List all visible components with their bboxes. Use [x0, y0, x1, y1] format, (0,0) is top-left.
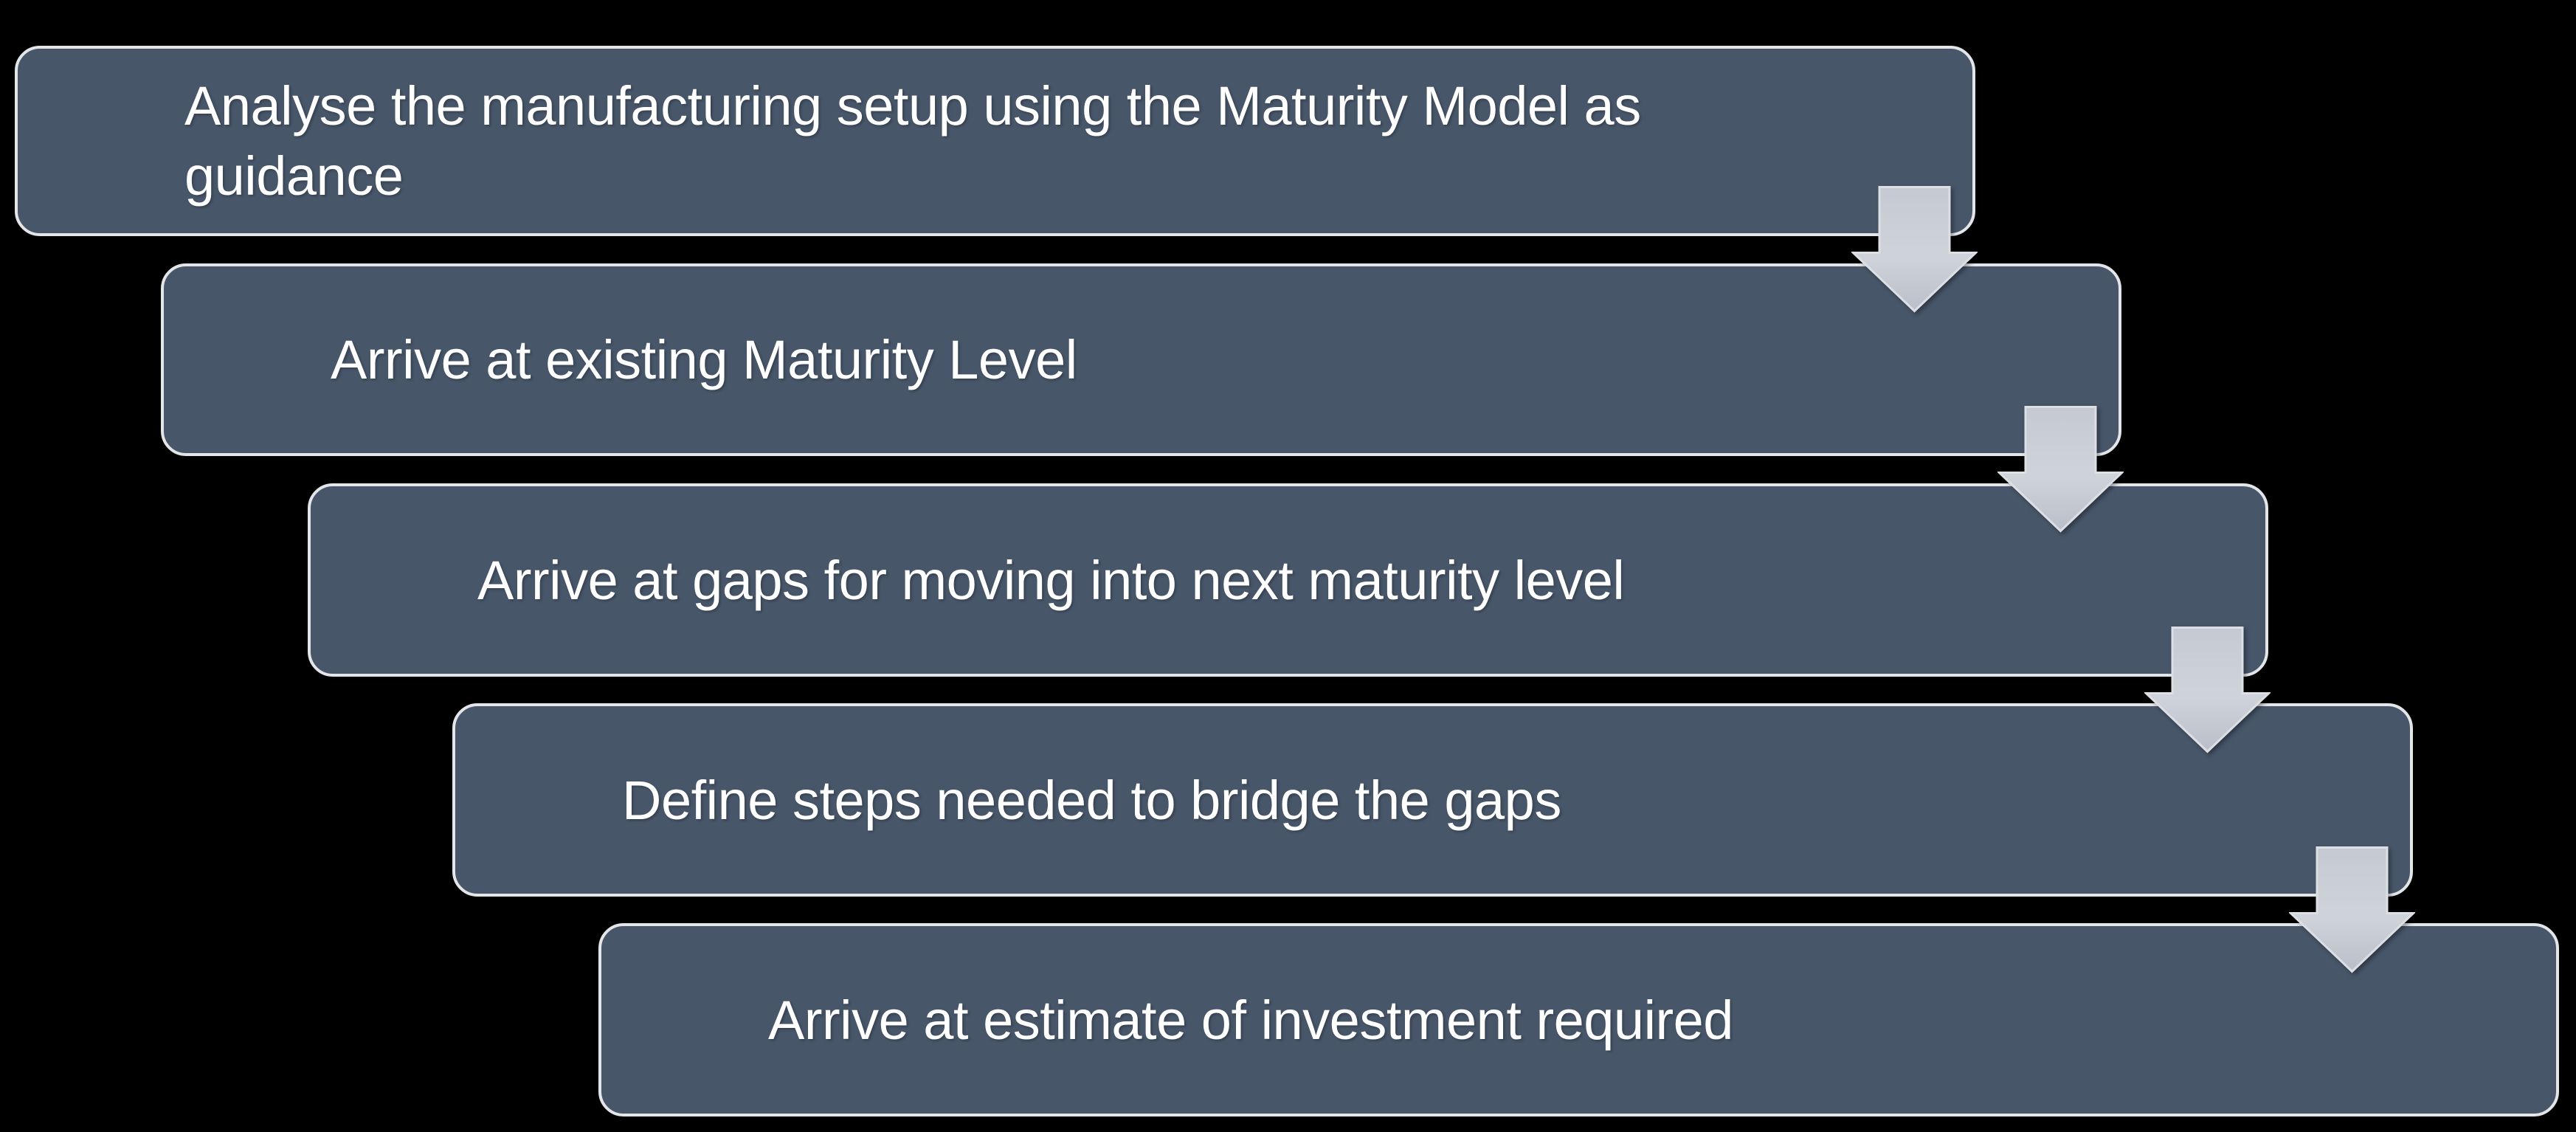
down-arrow-icon [1997, 406, 2124, 533]
step-label-4: Define steps needed to bridge the gaps [622, 769, 1561, 831]
step-label-3: Arrive at gaps for moving into next matu… [477, 549, 1625, 611]
step-box-5: Arrive at estimate of investment require… [598, 923, 2559, 1117]
step-box-2: Arrive at existing Maturity Level [161, 263, 2121, 456]
down-arrow-icon [2289, 846, 2415, 973]
step-label-5: Arrive at estimate of investment require… [768, 989, 1733, 1051]
step-box-1: Analyse the manufacturing setup using th… [15, 46, 1975, 236]
step-box-4: Define steps needed to bridge the gaps [452, 703, 2413, 897]
step-box-3: Arrive at gaps for moving into next matu… [308, 483, 2268, 677]
step-label-1: Analyse the manufacturing setup using th… [184, 75, 1641, 207]
step-label-2: Arrive at existing Maturity Level [331, 329, 1077, 390]
down-arrow-icon [1851, 186, 1978, 313]
down-arrow-icon [2144, 627, 2271, 753]
